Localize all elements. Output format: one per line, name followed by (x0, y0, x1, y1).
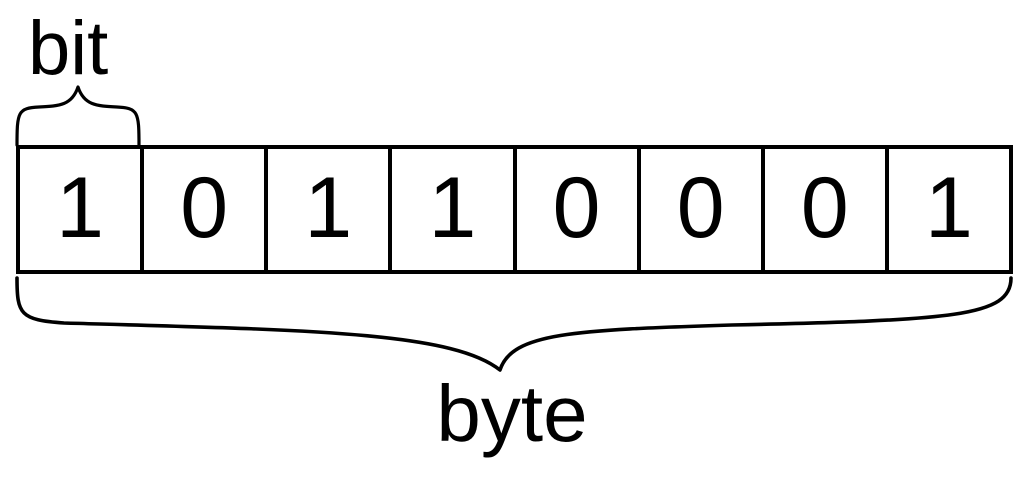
bit-cell: 0 (764, 149, 889, 270)
bit-value: 0 (552, 159, 601, 256)
bit-cell: 0 (640, 149, 765, 270)
bit-cell: 1 (268, 149, 393, 270)
byte-label: byte (436, 369, 588, 458)
bit-label: bit (28, 6, 109, 91)
bit-value: 0 (180, 159, 229, 256)
bit-cell: 0 (516, 149, 641, 270)
bit-value: 1 (56, 159, 104, 256)
bit-value: 1 (428, 159, 477, 256)
bit-cell: 1 (392, 149, 517, 270)
bit-value: 0 (800, 159, 849, 256)
bit-cell: 1 (888, 149, 1009, 270)
bit-brace-icon (15, 85, 141, 147)
byte-brace-icon (15, 276, 1013, 372)
bit-value: 1 (925, 159, 973, 256)
bit-value: 1 (304, 159, 353, 256)
bit-value: 0 (676, 159, 725, 256)
bit-cell: 0 (144, 149, 269, 270)
byte-cell-row: 1 0 1 1 0 0 0 1 (16, 145, 1013, 274)
bit-cell: 1 (20, 149, 145, 270)
